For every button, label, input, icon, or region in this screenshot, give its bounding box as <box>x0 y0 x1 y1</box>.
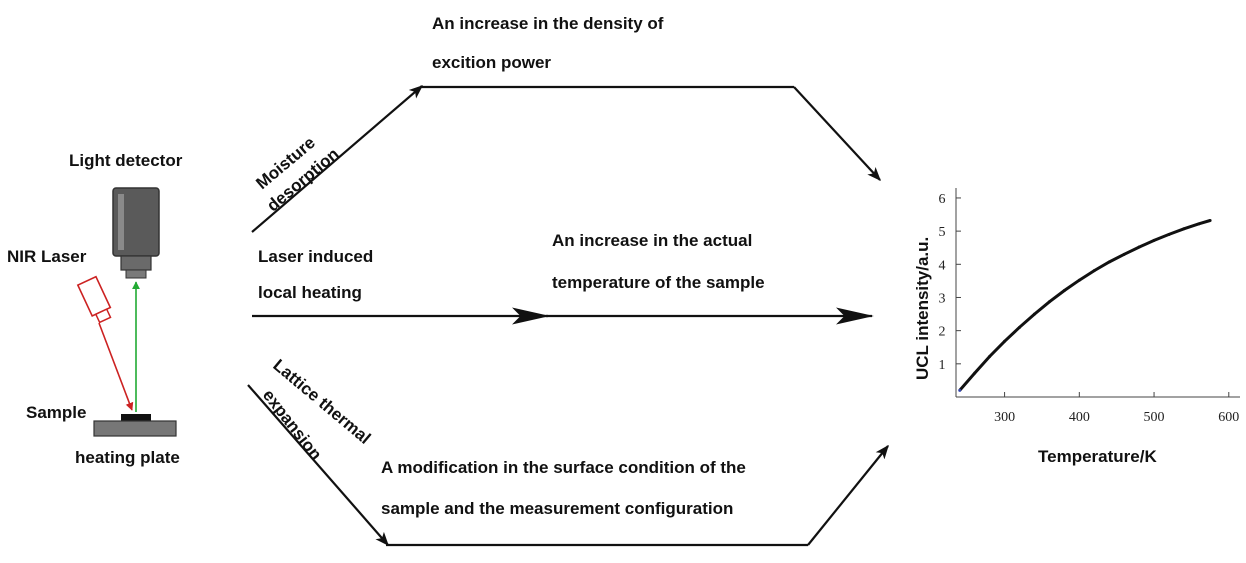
data-point <box>1152 238 1156 242</box>
local-heating-label: local heating <box>258 283 362 302</box>
laser-beam <box>98 322 134 411</box>
y-tick-label: 2 <box>939 325 946 340</box>
x-tick-label: 400 <box>1069 410 1090 425</box>
nir-laser-icon <box>76 275 112 324</box>
y-tick-label: 5 <box>939 225 946 240</box>
sample-label: Sample <box>26 403 86 422</box>
data-point <box>973 371 977 375</box>
curve-points <box>958 219 1212 392</box>
arrow-top-rise <box>251 85 424 233</box>
y-tick-label: 4 <box>939 258 946 273</box>
temperature-increase-label-1: An increase in the actual <box>552 231 752 250</box>
light-detector-label: Light detector <box>69 151 183 170</box>
data-point <box>1167 232 1171 236</box>
sample-icon <box>121 414 151 421</box>
data-point <box>1137 245 1141 249</box>
data-point <box>1032 312 1036 316</box>
temperature-increase-label-2: temperature of the sample <box>552 273 765 292</box>
x-ticks: 300 400 500 600 <box>994 392 1239 425</box>
data-point <box>1077 278 1081 282</box>
surface-modification-label-2: sample and the measurement configuration <box>381 499 733 518</box>
data-point <box>1092 269 1096 273</box>
light-detector-icon <box>112 187 160 279</box>
y-tick-label: 1 <box>939 358 946 373</box>
path-moisture-desorption: Moisture desorption An increase in the d… <box>251 14 881 233</box>
data-point <box>1062 289 1066 293</box>
heating-plate-icon <box>93 420 177 437</box>
y-tick-label: 3 <box>939 291 946 306</box>
y-ticks: 1 2 3 4 5 6 <box>939 192 961 373</box>
laser-induced-label: Laser induced <box>258 247 373 266</box>
x-tick-label: 600 <box>1218 410 1239 425</box>
data-point <box>1018 325 1022 329</box>
experimental-setup: Light detector NIR Laser Sample heating … <box>7 151 183 467</box>
data-point <box>958 388 962 392</box>
data-point <box>1003 339 1007 343</box>
density-increase-label-2: excition power <box>432 53 551 72</box>
x-axis-label: Temperature/K <box>1038 447 1157 466</box>
path-laser-heating: Laser induced local heating An increase … <box>252 231 874 325</box>
density-increase-label-1: An increase in the density of <box>432 14 664 33</box>
y-tick-label: 6 <box>939 192 946 207</box>
surface-modification-label-1: A modification in the surface condition … <box>381 458 746 477</box>
y-axis-label: UCL intensity/a.u. <box>913 237 932 380</box>
data-point <box>1197 222 1201 226</box>
data-point <box>988 355 992 359</box>
x-tick-label: 300 <box>994 410 1015 425</box>
data-point <box>1107 260 1111 264</box>
data-point <box>1122 252 1126 256</box>
ucl-intensity-chart: 300 400 500 600 1 2 3 4 5 6 Temperature/K UCL in… <box>913 188 1240 466</box>
arrow-bot-rise <box>807 444 889 546</box>
nir-laser-label: NIR Laser <box>7 247 87 266</box>
data-point <box>1047 300 1051 304</box>
x-tick-label: 500 <box>1144 410 1165 425</box>
arrow-top-fall <box>793 86 881 182</box>
heating-plate-label: heating plate <box>75 448 180 467</box>
data-point <box>1208 219 1212 223</box>
path-lattice-expansion: Lattice thermal expansion A modification… <box>247 356 889 547</box>
data-point <box>1182 227 1186 231</box>
ucl-intensity-curve <box>958 219 1211 392</box>
arrow-bot-fall <box>247 384 389 547</box>
